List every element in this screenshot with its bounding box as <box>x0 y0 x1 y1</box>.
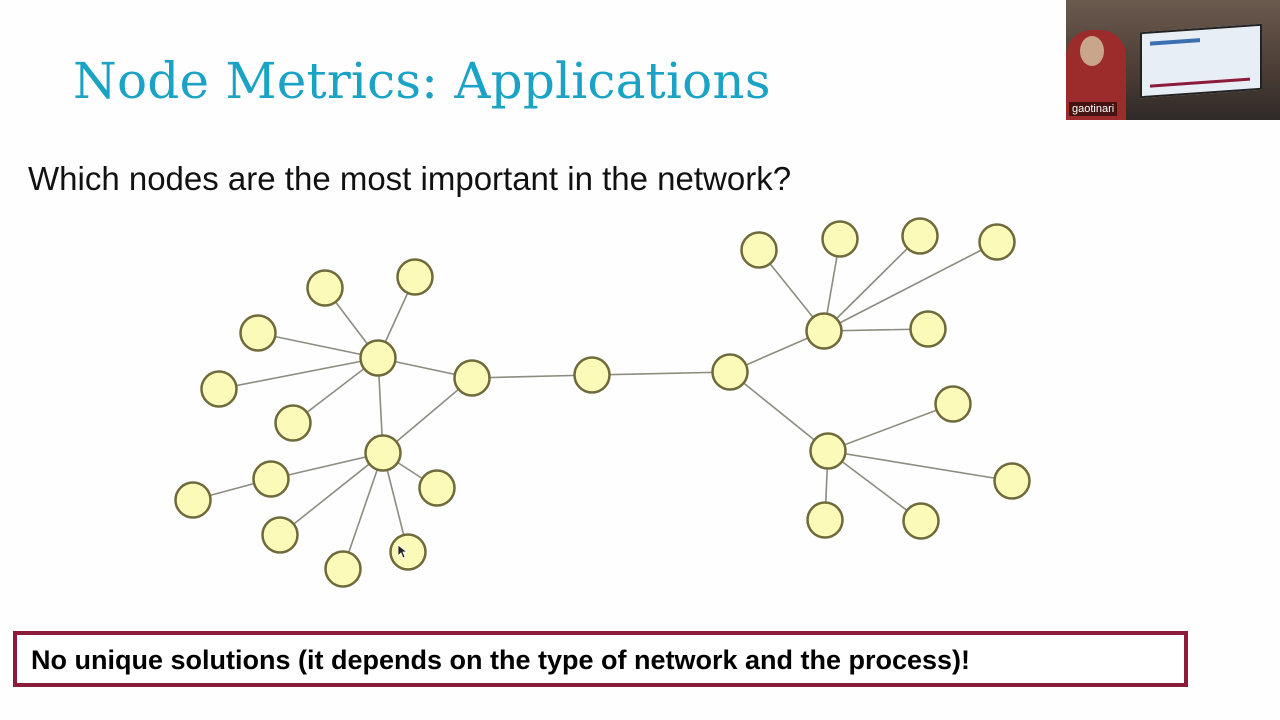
projector-screen <box>1140 23 1262 99</box>
callout-text: No unique solutions (it depends on the t… <box>31 645 971 675</box>
network-node <box>324 550 362 588</box>
network-node <box>902 502 940 540</box>
network-node <box>174 481 212 519</box>
callout-box: No unique solutions (it depends on the t… <box>13 631 1188 687</box>
network-node <box>978 223 1016 261</box>
network-edge <box>827 403 954 452</box>
slide-question: Which nodes are the most important in th… <box>28 160 792 197</box>
network-edge <box>827 450 922 522</box>
network-node <box>396 258 434 296</box>
mouse-cursor-icon <box>398 545 408 559</box>
network-node <box>809 432 847 470</box>
network-edge <box>382 377 473 454</box>
network-edge <box>729 371 829 452</box>
network-edge <box>342 452 384 570</box>
network-node <box>806 501 844 539</box>
network-edge <box>823 241 998 332</box>
network-edge <box>823 235 921 332</box>
network-node <box>909 310 947 348</box>
network-edge <box>827 450 1013 482</box>
network-node <box>901 217 939 255</box>
network-node <box>740 231 778 269</box>
network-node <box>306 269 344 307</box>
network-node <box>261 516 299 554</box>
network-node <box>239 314 277 352</box>
network-node <box>274 404 312 442</box>
network-node <box>821 220 859 258</box>
network-node <box>573 356 611 394</box>
network-edge <box>279 452 384 536</box>
network-node <box>364 434 402 472</box>
network-node <box>993 462 1031 500</box>
webcam-name-label: gaotinari <box>1069 102 1118 116</box>
network-node <box>934 385 972 423</box>
network-node <box>359 339 397 377</box>
network-node <box>453 359 491 397</box>
network-node <box>200 370 238 408</box>
network-node <box>389 533 427 571</box>
network-edge <box>591 371 731 376</box>
webcam-thumbnail[interactable]: gaotinari <box>1066 0 1280 120</box>
network-edge <box>218 357 379 390</box>
network-node <box>418 469 456 507</box>
network-edge <box>270 452 384 480</box>
network-edge <box>257 332 379 359</box>
network-node <box>252 460 290 498</box>
network-edge <box>471 374 593 379</box>
slide-title: Node Metrics: Applications <box>73 52 771 110</box>
network-nodes <box>174 217 1031 588</box>
network-node <box>805 312 843 350</box>
network-node <box>711 353 749 391</box>
